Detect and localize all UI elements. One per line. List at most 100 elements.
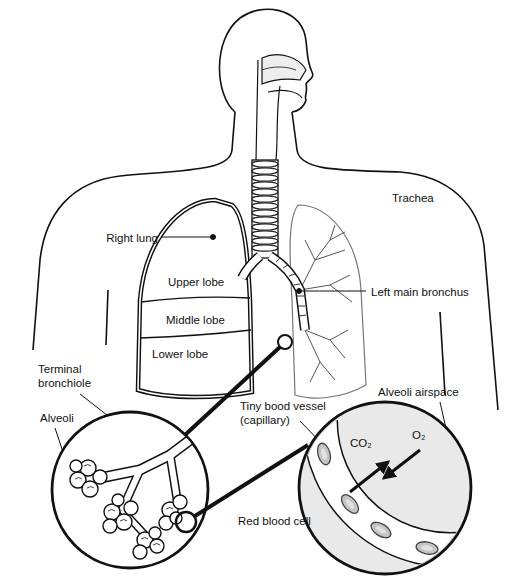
- main-bronchi: [242, 256, 260, 278]
- right-lung: [140, 330, 251, 338]
- trachea: [252, 210, 278, 216]
- alveoli-inset: [52, 412, 208, 568]
- main-bronchi: [276, 258, 306, 316]
- alveoli-inset: [112, 494, 124, 506]
- capillary-inset: [320, 448, 328, 461]
- alveoli-inset: [173, 495, 187, 509]
- left-lung: [300, 225, 335, 290]
- left-lung: [300, 225, 352, 382]
- trachea: [252, 182, 278, 188]
- body-outline: [232, 112, 235, 150]
- capillary-inset: [368, 519, 393, 541]
- trachea: [252, 224, 278, 230]
- alveoli-inset: [124, 501, 138, 515]
- alveoli-inset: [70, 460, 82, 472]
- alveoli-inset: [93, 470, 107, 484]
- alveoli-inset: [75, 465, 173, 546]
- main-bronchi: [242, 256, 260, 278]
- alveoli-inset: [116, 514, 132, 530]
- trachea: [252, 160, 278, 258]
- trachea: [252, 160, 278, 258]
- main-bronchi: [270, 256, 305, 330]
- part-label: Trachea: [392, 191, 434, 205]
- capillary-inset: [421, 544, 434, 551]
- capillary-inset: [344, 498, 356, 510]
- right-lung: [141, 297, 250, 302]
- left-lung: [310, 362, 320, 382]
- part-label: Middle lobe: [166, 313, 225, 327]
- zoom-lines: [195, 445, 308, 516]
- nasal-cavity: [256, 60, 258, 160]
- zoom-lines: [195, 445, 308, 516]
- left-lung: [330, 340, 345, 358]
- nasal-cavity: [276, 86, 280, 160]
- alveoli-inset: [103, 519, 117, 533]
- alveoli-inset: [82, 481, 98, 497]
- leader-lines: [162, 237, 211, 238]
- alveoli-inset: [141, 538, 160, 546]
- body-outline: [440, 312, 445, 395]
- part-label: Red blood cell: [238, 514, 311, 528]
- alveoli-inset: [100, 425, 210, 478]
- right-lung: [138, 200, 252, 397]
- capillary-inset: [315, 442, 439, 556]
- zoom-lines: [278, 335, 292, 349]
- capillary-inset: [315, 442, 332, 466]
- alveoli-inset: [150, 539, 164, 553]
- capillary-inset: [415, 540, 439, 556]
- nasal-cavity: [262, 67, 296, 70]
- capillary-inset: [320, 420, 473, 550]
- capillary-inset: [338, 492, 361, 517]
- alveoli-inset: [52, 412, 210, 568]
- trachea: [252, 161, 278, 251]
- leader-lines: [297, 289, 302, 294]
- leader-lines: [299, 291, 366, 292]
- body-outline: [219, 9, 312, 112]
- part-label: CO₂: [350, 436, 372, 450]
- trachea: [252, 231, 278, 237]
- alveoli-inset: [133, 545, 147, 559]
- leader-lines: [211, 235, 216, 240]
- capillary-inset: [350, 450, 420, 492]
- alveoli-inset: [70, 460, 187, 559]
- capillary-inset: [375, 525, 388, 536]
- body-outline: [106, 290, 108, 345]
- nasal-cavity: [256, 55, 306, 160]
- main-bronchi: [270, 256, 305, 330]
- alveoli-inset: [70, 425, 210, 559]
- trachea: [252, 203, 278, 209]
- nasal-cavity: [262, 55, 306, 84]
- part-label: Lower lobe: [152, 347, 208, 361]
- alveoli-inset: [100, 425, 210, 478]
- part-label: Upper lobe: [168, 275, 224, 289]
- trachea: [252, 189, 278, 195]
- nasal-cavity: [268, 90, 302, 98]
- part-label: Alveoli: [40, 411, 74, 425]
- right-lung: [138, 200, 252, 397]
- part-label: Terminal bronchiole: [38, 362, 108, 391]
- capillary-inset: [350, 462, 388, 492]
- trachea: [252, 161, 278, 167]
- left-lung: [330, 232, 345, 240]
- left-lung: [330, 285, 352, 302]
- trachea: [252, 196, 278, 202]
- capillary-inset: [384, 450, 420, 478]
- part-label: Left main bronchus: [371, 285, 469, 299]
- trachea: [252, 245, 278, 251]
- capillary-inset: [320, 448, 433, 552]
- left-lung: [315, 250, 345, 260]
- part-label: Tiny bood vessel (capillary): [240, 399, 340, 428]
- part-label: O₂: [412, 428, 425, 442]
- alveoli-inset: [75, 465, 94, 489]
- main-bronchi: [242, 256, 306, 330]
- alveoli-inset: [176, 512, 196, 532]
- trachea: [252, 238, 278, 244]
- alveoli-inset: [108, 508, 173, 522]
- left-lung: [300, 275, 350, 290]
- capillary-inset: [299, 402, 473, 574]
- alveoli-inset: [149, 527, 161, 539]
- trachea: [252, 168, 278, 174]
- body-outline: [292, 112, 297, 150]
